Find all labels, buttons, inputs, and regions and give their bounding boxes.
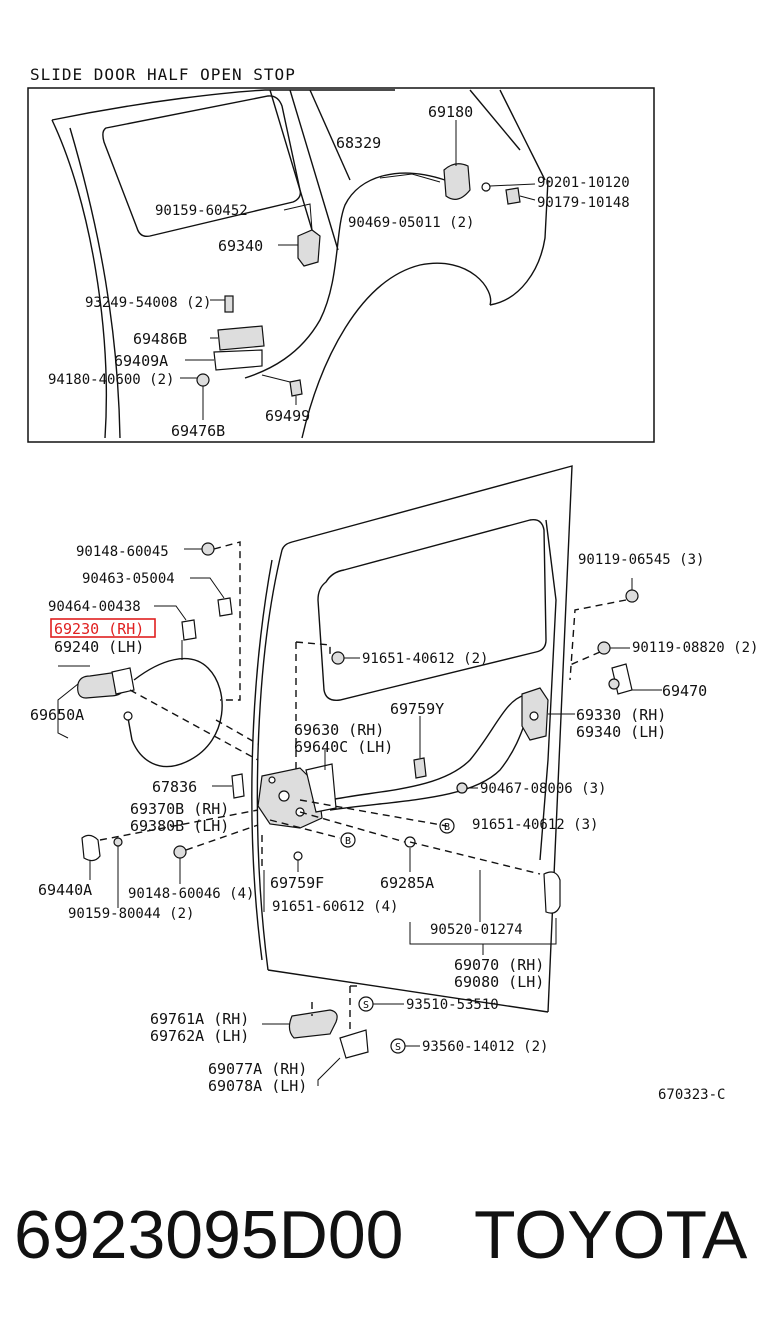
clip-symbols: B B S S bbox=[345, 822, 450, 1053]
clip-s-icon: S bbox=[363, 1000, 369, 1011]
callout-90467-08006: 90467-08006 (3) bbox=[480, 781, 606, 797]
inset-title: SLIDE DOOR HALF OPEN STOP bbox=[30, 65, 296, 84]
callout-69640C-lh: 69640C (LH) bbox=[294, 738, 393, 756]
callout-90463-05004: 90463-05004 bbox=[82, 571, 175, 587]
callout-69330-rh: 69330 (RH) bbox=[576, 706, 666, 724]
callout-90201-10120: 90201-10120 bbox=[537, 175, 630, 191]
inset-frame bbox=[27, 87, 655, 443]
callout-90148-60045: 90148-60045 bbox=[76, 544, 169, 560]
callout-69761A-rh: 69761A (RH) bbox=[150, 1010, 249, 1028]
callout-69380B-lh: 69380B (LH) bbox=[130, 817, 229, 835]
callout-69078A-lh: 69078A (LH) bbox=[208, 1077, 307, 1095]
callout-69285A: 69285A bbox=[380, 874, 434, 892]
callout-90520-01274: 90520-01274 bbox=[430, 922, 523, 938]
callout-90119-08820: 90119-08820 (2) bbox=[632, 640, 758, 656]
callout-69440A: 69440A bbox=[38, 881, 92, 899]
callout-69180: 69180 bbox=[428, 103, 473, 121]
clip-b-icon: B bbox=[444, 822, 450, 833]
callout-91651-60612: 91651-60612 (4) bbox=[272, 899, 398, 915]
clip-b-icon: B bbox=[345, 836, 351, 847]
callout-69476B: 69476B bbox=[171, 422, 225, 440]
callout-69230-rh-highlighted[interactable]: 69230 (RH) bbox=[54, 620, 144, 638]
callout-90469-05011: 90469-05011 (2) bbox=[348, 215, 474, 231]
callout-69470: 69470 bbox=[662, 682, 707, 700]
callout-90464-00438: 90464-00438 bbox=[48, 599, 141, 615]
callout-69762A-lh: 69762A (LH) bbox=[150, 1027, 249, 1045]
callout-93510-53510: 93510-53510 bbox=[406, 997, 499, 1013]
callout-91651-40612-3: 91651-40612 (3) bbox=[472, 817, 598, 833]
callout-90148-60046: 90148-60046 (4) bbox=[128, 886, 254, 902]
callout-90119-06545: 90119-06545 (3) bbox=[578, 552, 704, 568]
main-labels: 90148-60045 90463-05004 90464-00438 6924… bbox=[30, 544, 758, 1103]
callout-69499: 69499 bbox=[265, 407, 310, 425]
callout-69340: 69340 bbox=[218, 237, 263, 255]
figure-code: 670323-C bbox=[658, 1087, 725, 1103]
brand-name: TOYOTA bbox=[474, 1197, 748, 1273]
callout-69340-lh: 69340 (LH) bbox=[576, 723, 666, 741]
main-drawing bbox=[57, 465, 662, 1086]
highlight-box bbox=[50, 618, 156, 638]
callout-90179-10148: 90179-10148 bbox=[537, 195, 630, 211]
callout-93560-14012: 93560-14012 (2) bbox=[422, 1039, 548, 1055]
callout-91651-40612-2: 91651-40612 (2) bbox=[362, 651, 488, 667]
callout-69759F: 69759F bbox=[270, 874, 324, 892]
callout-69486B: 69486B bbox=[133, 330, 187, 348]
callout-68329: 68329 bbox=[336, 134, 381, 152]
callout-69409A: 69409A bbox=[114, 352, 168, 370]
inset-labels: 69180 68329 90201-10120 90179-10148 9015… bbox=[48, 103, 630, 440]
clip-s-icon: S bbox=[395, 1042, 401, 1053]
callout-67836: 67836 bbox=[152, 778, 197, 796]
callout-69370B-rh: 69370B (RH) bbox=[130, 800, 229, 818]
callout-69759Y: 69759Y bbox=[390, 700, 444, 718]
callout-90159-80044: 90159-80044 (2) bbox=[68, 906, 194, 922]
callout-90159-60452: 90159-60452 bbox=[155, 203, 248, 219]
part-number: 6923095D00 bbox=[14, 1197, 404, 1273]
callout-69240-lh: 69240 (LH) bbox=[54, 638, 144, 656]
callout-69070-rh: 69070 (RH) bbox=[454, 956, 544, 974]
callout-94180-40600: 94180-40600 (2) bbox=[48, 372, 174, 388]
callout-69630-rh: 69630 (RH) bbox=[294, 721, 384, 739]
callout-69650A: 69650A bbox=[30, 706, 84, 724]
callout-69077A-rh: 69077A (RH) bbox=[208, 1060, 307, 1078]
callout-93249-54008: 93249-54008 (2) bbox=[85, 295, 211, 311]
inset-drawing bbox=[51, 89, 549, 439]
callout-69080-lh: 69080 (LH) bbox=[454, 973, 544, 991]
